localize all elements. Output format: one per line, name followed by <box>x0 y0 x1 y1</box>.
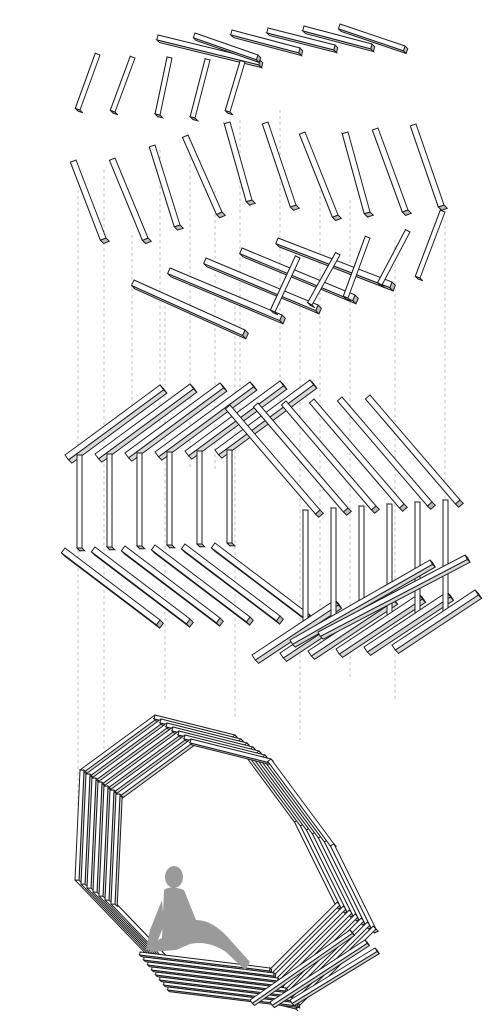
frame-rafter <box>252 402 353 516</box>
loose-beam <box>301 25 376 53</box>
frame-rafter <box>280 400 381 514</box>
loose-beam <box>153 55 173 119</box>
frame-sill <box>251 599 343 664</box>
ring-member <box>86 777 100 892</box>
frame-chord <box>317 554 471 640</box>
frame-sill <box>60 547 164 629</box>
frame-sill <box>90 546 194 628</box>
loose-beam <box>181 134 227 219</box>
ring-member <box>305 827 356 918</box>
frame-rafter <box>94 383 198 463</box>
ring-member <box>98 785 112 900</box>
loose-beam <box>188 57 211 122</box>
front-brace <box>289 947 381 1007</box>
frame-sill <box>335 593 427 658</box>
ring-member <box>110 793 124 908</box>
ring-member <box>80 773 94 888</box>
frame-rafter <box>154 381 258 461</box>
ring-member <box>92 781 106 896</box>
loose-beam <box>155 34 264 69</box>
loose-beam <box>224 59 246 116</box>
loose-beam <box>148 144 185 231</box>
loose-beam <box>69 159 111 245</box>
frame-sill <box>120 545 224 627</box>
loose-beam <box>261 121 301 211</box>
frame-rafter <box>124 382 228 462</box>
frame-sill <box>180 543 284 625</box>
frame-rafter <box>364 394 465 508</box>
loose-beam <box>269 255 301 316</box>
loose-beam <box>371 127 413 216</box>
ring-member <box>329 843 380 934</box>
loose-beam <box>130 279 249 340</box>
loose-beam <box>192 32 262 64</box>
frame-post <box>105 452 116 551</box>
stage-assembled-frames <box>60 379 483 664</box>
loose-beam <box>376 228 411 289</box>
frame-post <box>301 508 312 626</box>
loose-beam <box>298 131 343 222</box>
loose-beam <box>306 251 341 309</box>
frame-post <box>195 449 206 548</box>
frame-rafter <box>64 384 168 464</box>
frame-rafter <box>224 404 325 518</box>
loose-beam <box>409 123 449 211</box>
frame-sill <box>363 591 455 656</box>
ring-member <box>104 789 118 904</box>
loose-beam <box>341 131 375 219</box>
frame-post <box>165 450 176 549</box>
loose-beam <box>239 247 359 305</box>
frame-sill <box>391 589 483 654</box>
loose-beam <box>223 121 257 207</box>
frame-post <box>225 448 236 547</box>
human-scale-figure <box>146 866 250 970</box>
loose-beam <box>108 157 153 245</box>
frame-post <box>357 504 368 622</box>
loose-beam <box>265 27 339 54</box>
frame-sill <box>150 544 254 626</box>
stage-complete-structure <box>74 714 381 1012</box>
frame-post <box>135 451 146 550</box>
front-brace <box>249 929 356 1007</box>
ring-member <box>74 769 88 884</box>
frame-post <box>75 453 86 552</box>
front-brace <box>269 939 371 1009</box>
loose-beam <box>167 267 286 325</box>
loose-beam <box>203 257 322 315</box>
loose-beam <box>414 209 446 282</box>
alignment-guides <box>77 110 446 900</box>
loose-beam <box>74 52 101 114</box>
loose-beam <box>342 235 371 302</box>
loose-beam <box>229 29 304 57</box>
loose-beam <box>109 55 136 116</box>
frame-rafter <box>336 396 437 510</box>
frame-rafter <box>308 398 409 512</box>
ring-member <box>299 823 350 914</box>
loose-beam <box>337 23 409 55</box>
stage-loose-members <box>69 23 449 340</box>
